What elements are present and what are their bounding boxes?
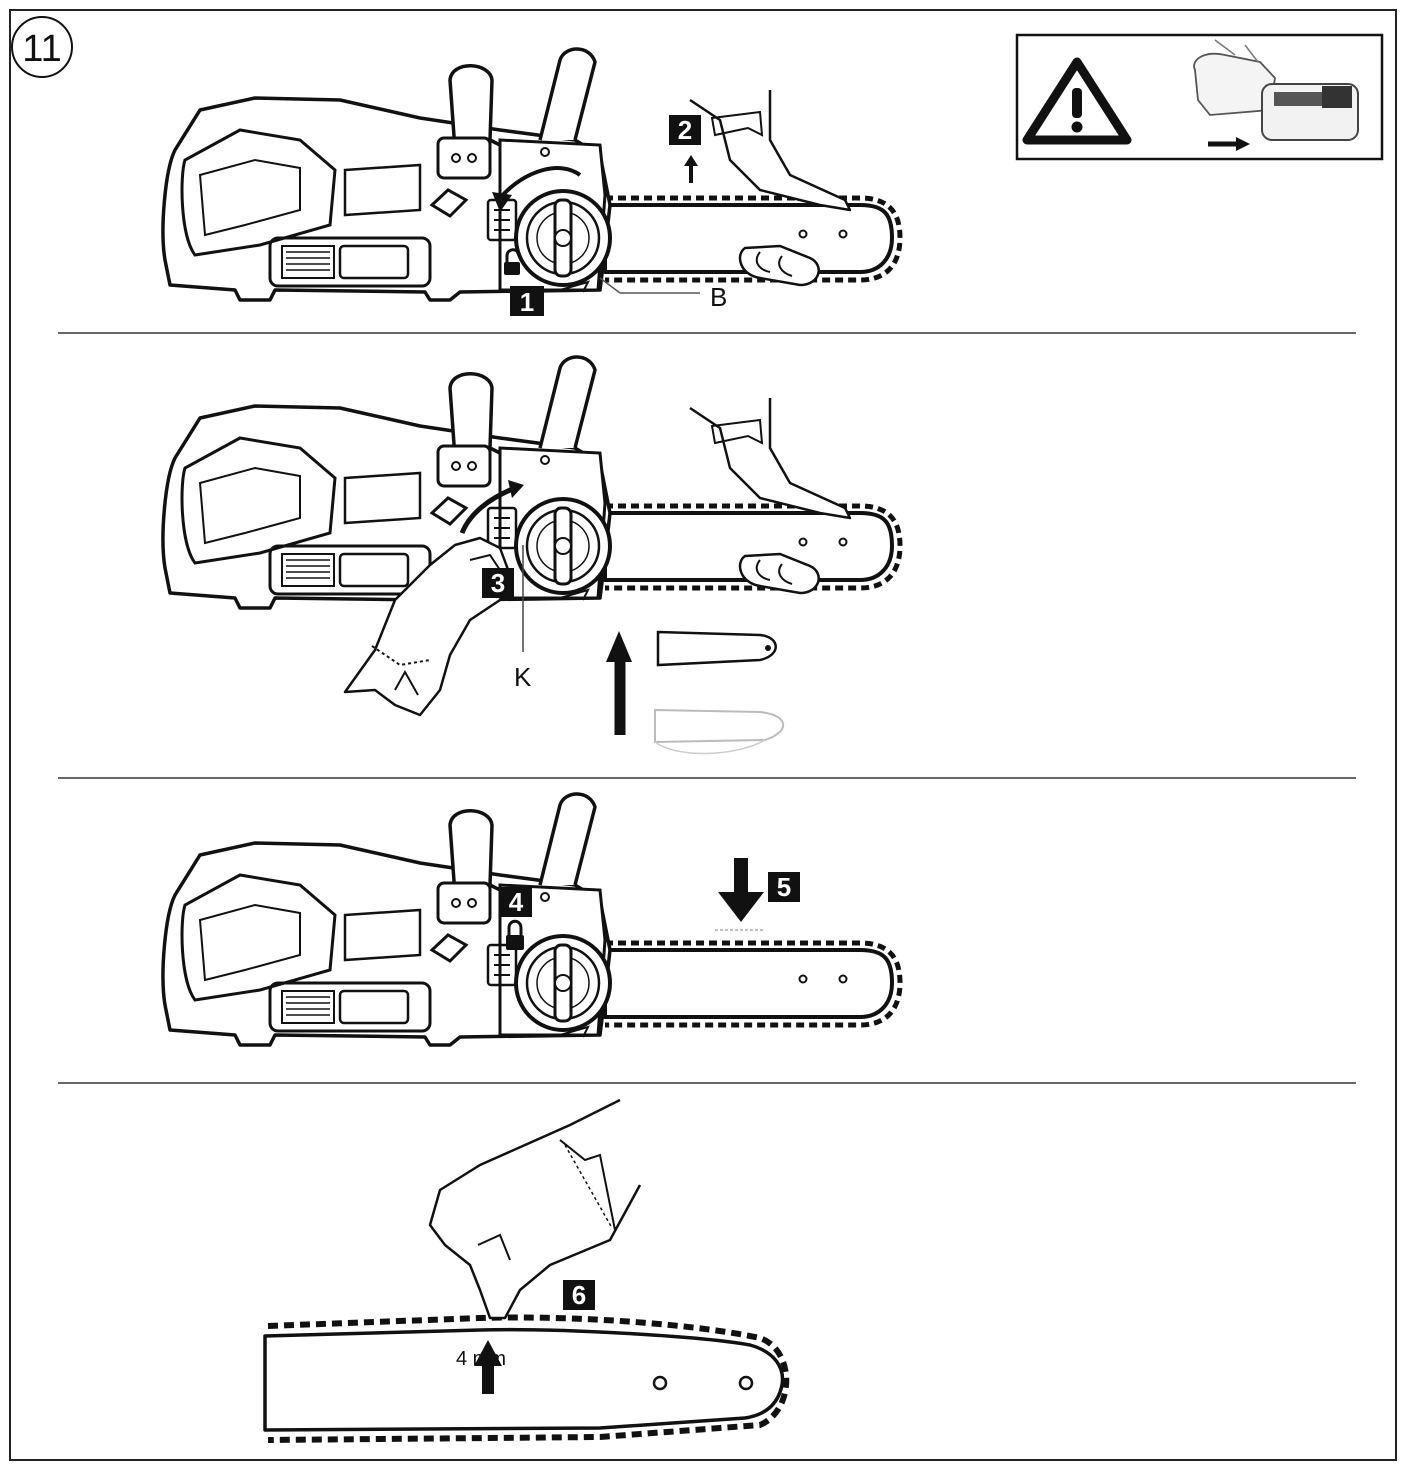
step-panel-4: 6 4 mm bbox=[263, 1098, 790, 1443]
step-panel-3 bbox=[161, 791, 900, 1047]
lock-icon bbox=[506, 919, 524, 950]
arrow-up-icon bbox=[684, 155, 698, 183]
remove-battery-icon bbox=[1193, 39, 1359, 151]
svg-text:6: 6 bbox=[572, 1280, 586, 1310]
figure-number-badge: 11 bbox=[11, 16, 73, 78]
svg-text:3: 3 bbox=[491, 568, 505, 598]
rotate-arrow-icon bbox=[459, 485, 516, 535]
warning-box bbox=[1015, 33, 1384, 161]
unlock-icon bbox=[504, 248, 520, 275]
step-4-badge: 4 bbox=[500, 887, 532, 917]
hand-pulling-chain bbox=[428, 1098, 642, 1320]
guide-bar bbox=[605, 943, 900, 1025]
svg-text:4: 4 bbox=[509, 887, 524, 917]
svg-text:1: 1 bbox=[520, 287, 534, 317]
svg-text:5: 5 bbox=[777, 872, 791, 902]
svg-text:2: 2 bbox=[678, 115, 692, 145]
label-b: B bbox=[710, 282, 727, 312]
saw-chain bbox=[267, 1314, 790, 1443]
step-panel-2 bbox=[161, 354, 900, 610]
arrow-down-icon bbox=[715, 858, 765, 931]
step-1-badge: 1 bbox=[510, 286, 544, 317]
arrow-up-icon bbox=[606, 631, 632, 662]
figure-frame bbox=[9, 9, 1397, 1461]
step-3-badge: 3 bbox=[482, 568, 514, 598]
rotate-arrow-icon bbox=[498, 166, 582, 200]
warning-triangle-icon bbox=[1022, 57, 1132, 145]
guide-bar bbox=[263, 1327, 785, 1432]
figure-number: 11 bbox=[22, 28, 61, 70]
step-5-badge: 5 bbox=[768, 872, 800, 902]
chain-slack-label: 4 mm bbox=[456, 1348, 506, 1370]
chainsaw-body bbox=[161, 354, 612, 610]
chainsaw-body bbox=[161, 791, 612, 1047]
bar-lift-illustration bbox=[606, 630, 785, 755]
arrow-up-icon bbox=[474, 1340, 502, 1394]
step-6-badge: 6 bbox=[563, 1280, 595, 1310]
chainsaw-body bbox=[161, 46, 612, 302]
step-panel-1: B 1 2 bbox=[161, 46, 900, 317]
label-k: K bbox=[514, 662, 532, 692]
step-2-badge: 2 bbox=[669, 115, 701, 145]
